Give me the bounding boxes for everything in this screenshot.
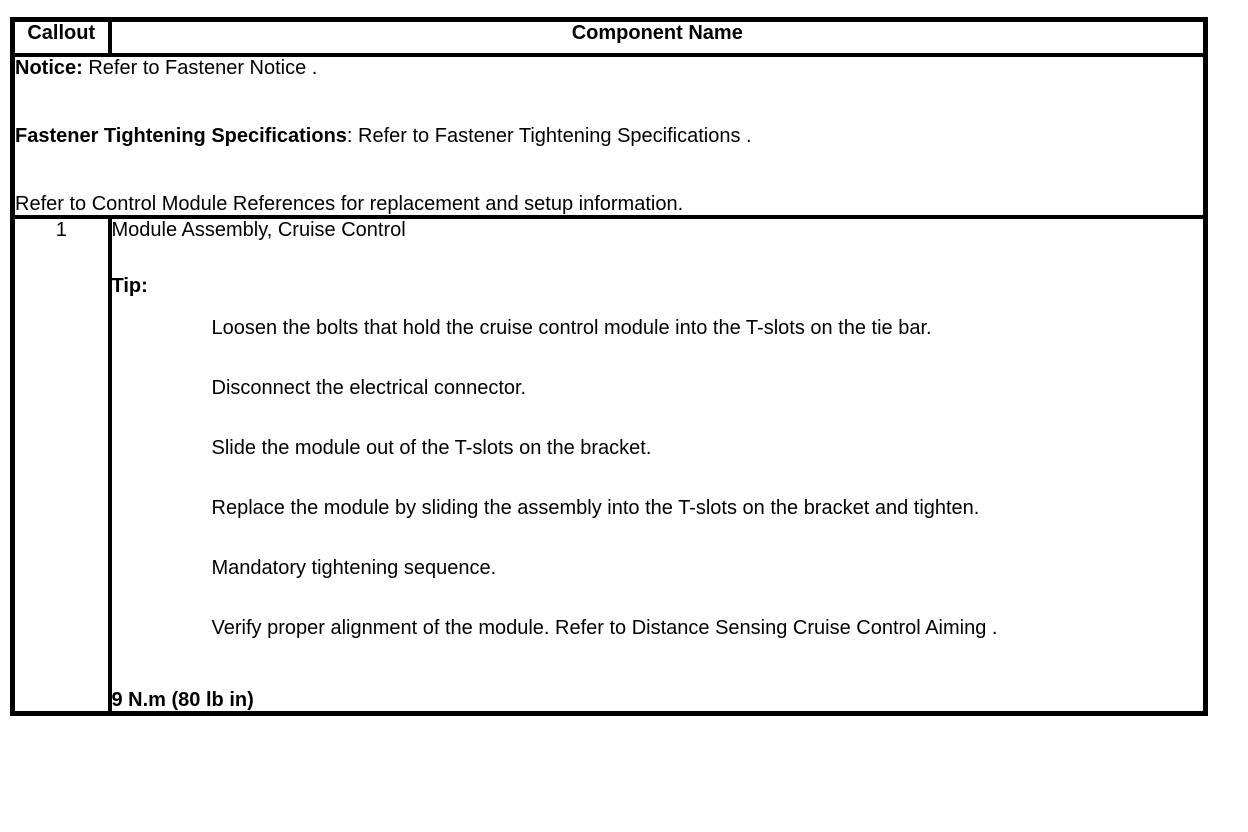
callout-column-header: Callout [10,17,112,57]
notice-text: Refer to Fastener Notice . [82,57,318,79]
torque-specification: 9 N.m (80 lb in) [111,689,254,711]
control-module-references-line: Refer to Control Module References for r… [15,193,684,215]
notice-cell: Notice: Refer to Fastener Notice . Faste… [10,53,1208,219]
tip-step: Disconnect the electrical connector. [211,377,527,399]
notice-row: Notice: Refer to Fastener Notice . Faste… [10,53,1208,219]
component-name: Module Assembly, Cruise Control [111,219,406,241]
fastener-specifications-label: Fastener Tightening Specifications [15,125,347,147]
tip-step: Verify proper alignment of the module. R… [211,617,998,639]
notice-label: Notice: [15,57,83,79]
component-row: 1 Module Assembly, Cruise Control Tip: L… [10,215,1208,716]
fastener-notice-line: Notice: Refer to Fastener Notice . [15,57,1203,79]
tip-step: Slide the module out of the T-slots on t… [211,437,652,459]
component-table: Callout Component Name Notice: Refer to … [10,17,1208,716]
callout-number: 1 [10,215,112,716]
fastener-specifications-text: : Refer to Fastener Tightening Specifica… [346,125,752,147]
fastener-specifications-line: Fastener Tightening Specifications: Refe… [15,125,1203,147]
tip-step: Replace the module by sliding the assemb… [211,497,980,519]
tip-step: Loosen the bolts that hold the cruise co… [211,317,932,339]
table-header-row: Callout Component Name [10,17,1208,57]
component-description-cell: Module Assembly, Cruise Control Tip: Loo… [107,215,1208,716]
tip-label: Tip: [111,275,148,297]
tip-step: Mandatory tightening sequence. [211,557,497,579]
component-name-column-header: Component Name [107,17,1208,57]
tip-steps: Loosen the bolts that hold the cruise co… [112,317,1204,639]
